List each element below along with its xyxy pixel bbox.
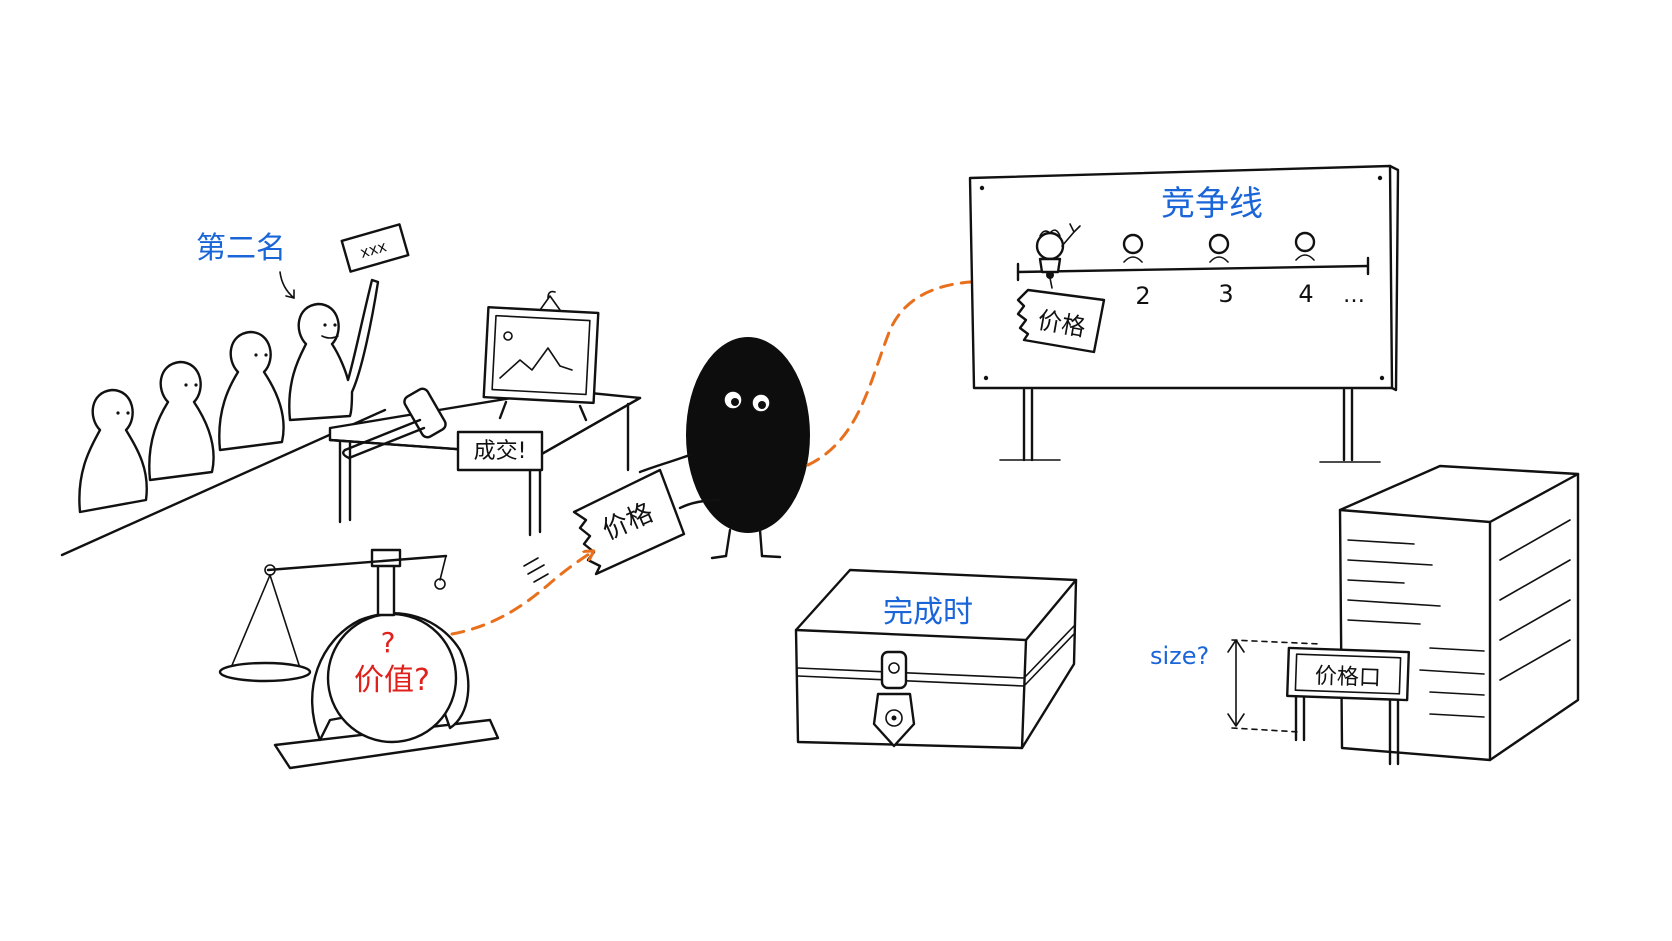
painting-frame [482,290,600,422]
pointer-arrow [279,271,295,299]
second-place-bidder [288,278,380,422]
price-mouth-sign: 价格口 [1285,646,1411,766]
value-question-mark: ? [381,626,396,659]
competitor-figure [1208,233,1230,263]
chest-label: 完成时 [883,595,973,630]
motion-lines [523,557,549,583]
black-blob-character [638,337,810,560]
position-4: 4 [1298,280,1313,308]
value-text: 价值? [354,663,430,698]
competition-board: 竞争线 2 3 4 … [968,164,1400,463]
gavel [342,387,447,460]
audience-figure [148,360,215,482]
position-more: … [1343,283,1365,308]
competitor-figure [1294,231,1316,261]
auction-audience: xxx 第二名 [60,223,410,557]
audience-figure [78,388,148,514]
position-2: 2 [1135,282,1150,310]
competition-axis [1016,264,1370,274]
paper-stack [1338,464,1580,762]
second-place-label: 第二名 [196,231,286,266]
deal-sign: 成交! [456,430,544,472]
audience-figure [218,330,285,452]
treasure-chest: 完成时 [794,568,1078,750]
balance-scale: ? 价值? [218,548,500,770]
competition-line-title: 竞争线 [1161,184,1263,224]
first-place-figure [1035,223,1081,279]
size-question: size? [1150,642,1209,670]
arrow-value-to-price [450,552,592,636]
lock-icon [872,650,916,748]
price-ticket-hand: 价格 [572,468,686,576]
arrow-price-to-board [806,281,1018,467]
pointer-arrow-head [285,289,295,299]
price-tag-board: 价格 [1016,277,1106,354]
position-3: 3 [1218,280,1233,308]
bid-card: xxx [340,223,410,273]
price-mouth-sign-text: 价格口 [1314,664,1381,691]
deal-sign-text: 成交! [474,439,527,464]
paper-lines [1347,519,1571,718]
size-dimension: size? [1150,639,1321,733]
competitor-figure [1122,233,1144,263]
